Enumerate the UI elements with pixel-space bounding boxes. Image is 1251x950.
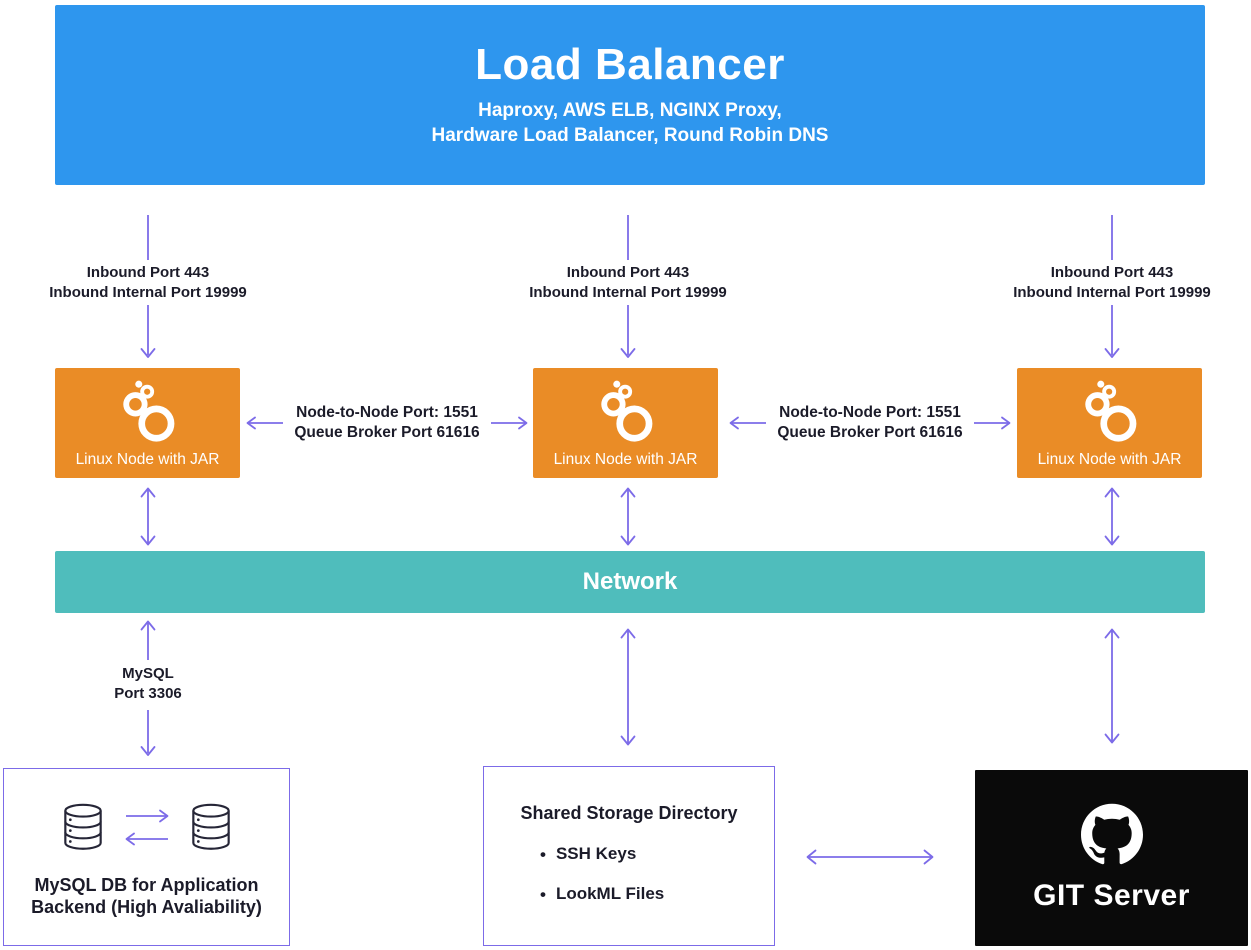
arrow-lb-to-node-1 bbox=[140, 305, 156, 358]
arrow-node-network-2 bbox=[620, 487, 636, 546]
inbound-internal-port-line-2: Inbound Internal Port 19999 bbox=[529, 283, 727, 301]
arrow-node-network-1 bbox=[140, 487, 156, 546]
arrow-network-git bbox=[1104, 628, 1120, 744]
looker-icon bbox=[122, 380, 174, 442]
queue-broker-port-line: Queue Broker Port 61616 bbox=[777, 424, 963, 441]
inbound-port-line-2: Inbound Port 443 bbox=[566, 264, 690, 281]
arrow-network-storage bbox=[620, 628, 636, 746]
shared-storage-list: • SSH Keys • LookML Files bbox=[540, 844, 774, 904]
shared-storage-item: • LookML Files bbox=[540, 884, 774, 904]
bullet-icon: • bbox=[540, 844, 546, 864]
node-link-group-2: Node-to-Node Port: 1551 Queue Broker Por… bbox=[705, 399, 1035, 447]
looker-icon bbox=[600, 380, 652, 442]
lb-node-line-1 bbox=[147, 215, 149, 260]
shared-storage-item: • SSH Keys bbox=[540, 844, 774, 864]
load-balancer-title: Load Balancer bbox=[475, 40, 785, 90]
replication-arrow-right-icon bbox=[125, 809, 168, 822]
mysql-replication-row bbox=[63, 803, 231, 851]
network-bar: Network bbox=[55, 551, 1205, 613]
inbound-internal-port-line-1: Inbound Internal Port 19999 bbox=[49, 283, 247, 301]
inbound-ports-label-1: Inbound Port 443 Inbound Internal Port 1… bbox=[0, 263, 318, 302]
inbound-port-line-1: Inbound Port 443 bbox=[86, 264, 210, 281]
mysql-port-label: MySQL Port 3306 bbox=[48, 664, 248, 703]
arrow-node-link-left-1 bbox=[246, 416, 284, 430]
shared-storage-item-label: LookML Files bbox=[555, 884, 665, 903]
mysql-db-box: MySQL DB for Application Backend (High A… bbox=[3, 768, 290, 946]
arrow-network-mysql-up bbox=[140, 620, 156, 660]
network-label: Network bbox=[582, 568, 678, 595]
linux-node-box-3: Linux Node with JAR bbox=[1017, 368, 1202, 478]
bullet-icon: • bbox=[540, 884, 546, 904]
node-link-label-2: Node-to-Node Port: 1551 Queue Broker Por… bbox=[777, 403, 962, 443]
inbound-ports-label-3: Inbound Port 443 Inbound Internal Port 1… bbox=[942, 263, 1251, 302]
mysql-db-label-line2: Backend (High Avaliability) bbox=[31, 896, 262, 917]
load-balancer-subtitle: Haproxy, AWS ELB, NGINX Proxy, Hardware … bbox=[432, 98, 829, 149]
mysql-db-label-line1: MySQL DB for Application bbox=[34, 875, 259, 895]
inbound-port-line-3: Inbound Port 443 bbox=[1050, 264, 1174, 281]
node-link-group-1: Node-to-Node Port: 1551 Queue Broker Por… bbox=[222, 399, 552, 447]
mysql-db-label: MySQL DB for Application Backend (High A… bbox=[31, 875, 262, 918]
load-balancer-box: Load Balancer Haproxy, AWS ELB, NGINX Pr… bbox=[55, 5, 1205, 185]
arrow-node-network-3 bbox=[1104, 487, 1120, 546]
replication-arrow-left-icon bbox=[125, 832, 168, 845]
arrow-network-mysql-down bbox=[140, 710, 156, 756]
linux-node-label-2: Linux Node with JAR bbox=[553, 451, 698, 468]
shared-storage-box: Shared Storage Directory • SSH Keys • Lo… bbox=[483, 766, 775, 946]
load-balancer-subtitle-line2: Hardware Load Balancer, Round Robin DNS bbox=[431, 125, 829, 147]
lb-node-line-3 bbox=[1111, 215, 1113, 260]
inbound-ports-label-2: Inbound Port 443 Inbound Internal Port 1… bbox=[458, 263, 798, 302]
shared-storage-item-label: SSH Keys bbox=[555, 844, 637, 863]
database-icon bbox=[63, 803, 102, 850]
load-balancer-subtitle-line1: Haproxy, AWS ELB, NGINX Proxy, bbox=[478, 99, 782, 121]
lb-node-line-2 bbox=[627, 215, 629, 260]
queue-broker-port-line: Queue Broker Port 61616 bbox=[294, 424, 480, 441]
database-icon bbox=[191, 803, 230, 850]
arrow-node-link-left-2 bbox=[729, 416, 767, 430]
linux-node-box-1: Linux Node with JAR bbox=[55, 368, 240, 478]
looker-icon bbox=[1084, 380, 1136, 442]
git-server-label: GIT Server bbox=[1033, 879, 1190, 912]
node-link-label-1: Node-to-Node Port: 1551 Queue Broker Por… bbox=[294, 403, 479, 443]
mysql-label-line: MySQL bbox=[122, 665, 174, 682]
arrow-lb-to-node-3 bbox=[1104, 305, 1120, 358]
inbound-internal-port-line-3: Inbound Internal Port 19999 bbox=[1013, 283, 1211, 301]
linux-node-box-2: Linux Node with JAR bbox=[533, 368, 718, 478]
replication-arrows bbox=[125, 809, 169, 846]
git-server-box: GIT Server bbox=[975, 770, 1248, 946]
storage-git-arrow bbox=[806, 849, 934, 865]
linux-node-label-1: Linux Node with JAR bbox=[75, 451, 220, 468]
node-to-node-port-line: Node-to-Node Port: 1551 bbox=[296, 403, 478, 421]
arrow-node-link-right-1 bbox=[490, 416, 528, 430]
mysql-port-line: Port 3306 bbox=[114, 684, 182, 702]
arrow-node-link-right-2 bbox=[973, 416, 1011, 430]
node-to-node-port-line: Node-to-Node Port: 1551 bbox=[779, 403, 961, 421]
arrow-lb-to-node-2 bbox=[620, 305, 636, 358]
shared-storage-title: Shared Storage Directory bbox=[520, 803, 738, 823]
linux-node-label-3: Linux Node with JAR bbox=[1037, 451, 1182, 468]
github-icon bbox=[1080, 803, 1143, 865]
